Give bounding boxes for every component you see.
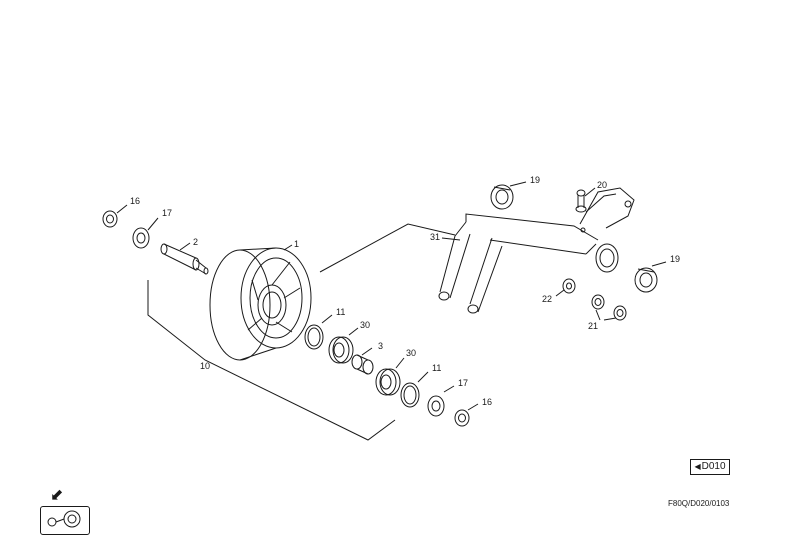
wheel-arm-leader [319,223,456,273]
page-reference-link[interactable]: ◀ D010 [690,459,730,475]
part-3-spacer [351,354,374,375]
drawing-code: F80Q/D020/0103 [668,499,730,508]
part-31-swing-arm [438,187,635,314]
callout-21: 21 [588,321,598,331]
part-11-snap-ring-upper [304,324,324,350]
part-2-axle [160,243,209,275]
part-30-bearing-lower [375,368,401,396]
part-19-bushing-upper [490,184,514,210]
callout-30-lower: 30 [406,348,416,358]
orientation-arrow-icon: ⬋ [50,487,64,504]
callout-labels: 16 17 2 1 11 30 3 30 11 17 16 10 19 20 3… [130,175,680,407]
part-22-washer [562,278,576,294]
callout-10: 10 [200,361,210,371]
callout-11-lower: 11 [432,363,441,373]
page-reference-label: D010 [701,461,726,472]
callout-11-upper: 11 [336,307,345,317]
leader-lines [116,181,667,411]
callout-19-lower: 19 [670,254,680,264]
callout-17-left: 17 [162,208,172,218]
part-19-bushing-lower [634,267,658,293]
part-11-snap-ring-lower [400,382,420,408]
left-arrow-icon: ◀ [694,462,701,471]
orientation-icon-frame [40,506,90,535]
callout-19-upper: 19 [530,175,540,185]
callout-20: 20 [597,180,607,190]
callout-16-right: 16 [482,397,492,407]
callout-31: 31 [430,232,440,242]
callout-22: 22 [542,294,552,304]
callout-16-left: 16 [130,196,140,206]
part-17-washer-right [427,395,445,417]
callout-2: 2 [193,237,198,247]
part-16-nut-left [102,210,118,228]
assembly-bracket [147,280,396,441]
machine-outline-icon [47,510,81,528]
part-17-washer-left [132,227,150,249]
callout-1: 1 [294,239,299,249]
part-20-grease-nipple [575,189,587,213]
callout-17-right: 17 [458,378,468,388]
part-1-wheel [209,247,312,361]
callout-30-upper: 30 [360,320,370,330]
callout-3: 3 [378,341,383,351]
part-21-nuts [591,294,627,321]
part-16-nut-right [454,409,470,427]
part-30-bearing-upper [328,336,354,364]
